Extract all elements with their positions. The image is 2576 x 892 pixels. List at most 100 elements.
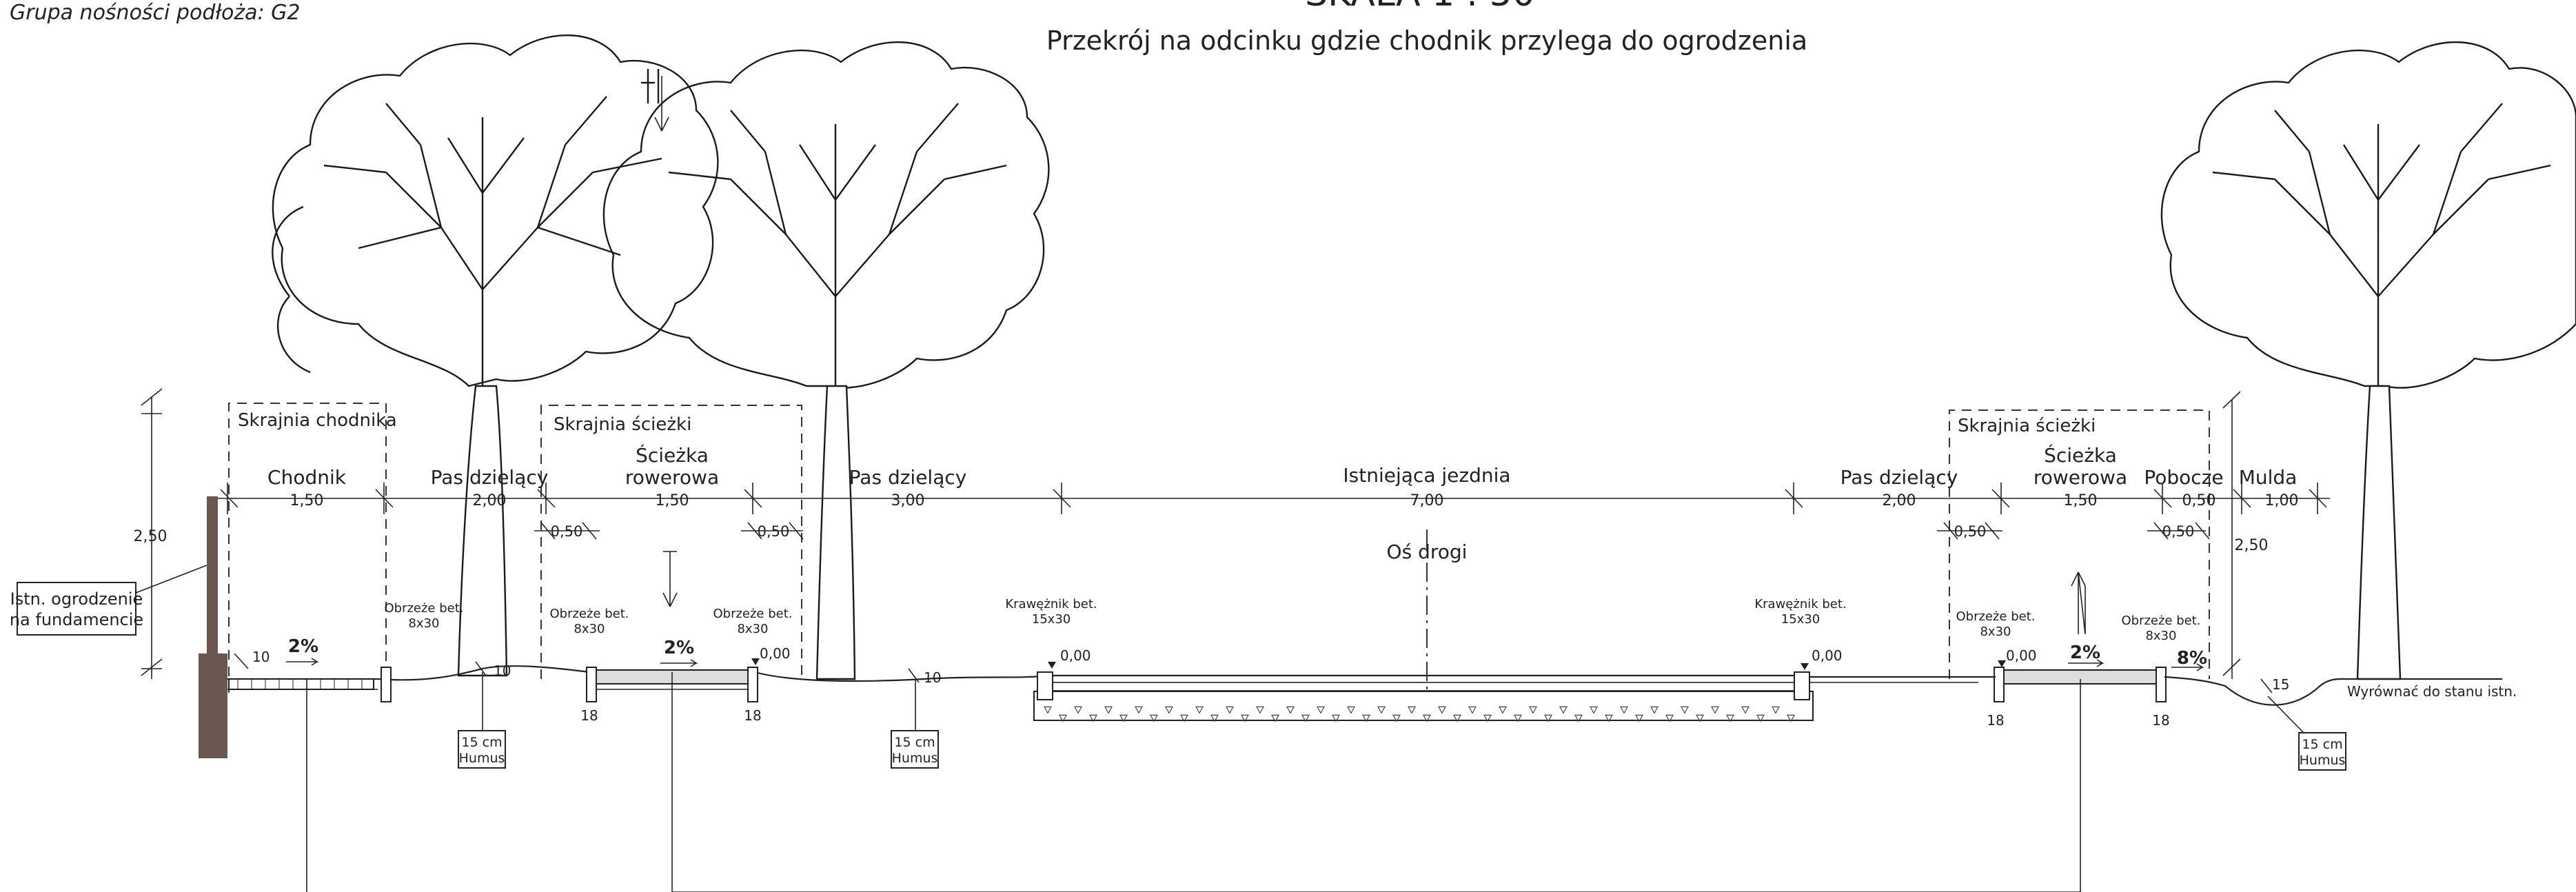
humus-box-1 (458, 672, 506, 769)
level-marker-bike-right (1998, 660, 2006, 667)
right-path-clearance-box (1949, 409, 2210, 679)
aggregate-symbol (1119, 714, 1128, 722)
road-axis-label: Oś drogi (1387, 540, 1468, 563)
humus-box-2 (891, 679, 939, 769)
detail-leaders (306, 672, 2081, 892)
slope-arrows (286, 658, 2204, 671)
shoulder-label: Pobocze (2144, 466, 2223, 489)
aggregate-symbol (1589, 706, 1599, 714)
aggregate-symbol (1331, 714, 1341, 722)
edgings-right (1994, 667, 2167, 702)
aggregate-symbol (1786, 714, 1796, 722)
level-road-right: 0,00 (1812, 647, 1843, 664)
level-bike-left: 0,00 (760, 645, 791, 662)
aggregate-symbol (1104, 706, 1113, 714)
bike-path-right-label-2: rowerowa (2034, 466, 2127, 489)
aggregate-symbol (1665, 714, 1674, 722)
edging-label-2-title: Obrzeże bet. (549, 607, 629, 621)
depth-ditch: 15 (2272, 676, 2289, 693)
aggregate-symbol (1361, 714, 1371, 722)
aggregate-symbol (1179, 714, 1189, 722)
sidewalk-pavement (228, 678, 374, 690)
aggregate-symbol (1543, 714, 1553, 722)
offset-dimension-lines (534, 522, 2210, 540)
footpath-clearance-box (228, 403, 387, 693)
fence-label-line-1: Istn. ogrodzenie (10, 589, 143, 609)
aggregate-symbol (1043, 706, 1053, 714)
aggregate-symbol (1741, 706, 1750, 714)
fence-post (207, 496, 218, 653)
edging-label-1-size: 8x30 (408, 616, 439, 631)
fence-leader (135, 565, 207, 594)
bike-direction-arrow-up (2071, 571, 2086, 635)
bike-path-left-width: 1,50 (656, 492, 689, 509)
aggregate-symbol (1771, 706, 1781, 714)
level-marker-right-kerb (1801, 663, 1809, 670)
aggregate-symbol (1437, 706, 1447, 714)
divider-3-width: 2,00 (1883, 492, 1916, 509)
bike-path-left-label-2: rowerowa (625, 466, 719, 489)
humus-2-label: Humus (892, 751, 938, 766)
aggregate-symbol (1468, 706, 1477, 714)
divider-1-label: Pas dzielący (431, 466, 549, 489)
kerb-label-right-size: 15x30 (1781, 612, 1820, 627)
edgings-left (381, 667, 758, 702)
fence-foundation (199, 653, 227, 758)
aggregate-symbol (1452, 714, 1462, 722)
fence-label-line-2: na fundamencie (10, 610, 143, 629)
ditch-width: 1,00 (2265, 492, 2299, 509)
aggregate-symbol (1725, 714, 1735, 722)
ditch-label: Mulda (2239, 466, 2298, 489)
depth-divider-1: 10 (494, 662, 511, 679)
aggregate-symbol (1422, 714, 1432, 722)
slope-bike-right: 2% (2070, 642, 2100, 663)
sidewalk-label: Chodnik (267, 466, 347, 489)
humus-2-depth: 15 cm (894, 735, 935, 750)
soil-group-note: Grupa nośności podłoża: G2 (10, 1, 300, 25)
bike-path-right-surface (1998, 669, 2160, 685)
aggregate-symbol (1058, 714, 1068, 722)
dimension-ticks (220, 483, 2327, 514)
road-pavement (1051, 682, 1796, 691)
aggregate-symbol (1695, 714, 1705, 722)
aggregate-symbol (1604, 714, 1614, 722)
edging-label-5-title: Obrzeże bet. (2121, 614, 2200, 628)
aggregate-symbol (1255, 706, 1265, 714)
right-height-value: 2,50 (2235, 537, 2269, 554)
level-road-left: 0,00 (1060, 647, 1091, 664)
aggregate-symbol (1407, 706, 1417, 714)
footpath-clearance-label: Skrajnia chodnika (238, 410, 397, 431)
edging-width-2: 18 (744, 707, 761, 724)
kerb-label-right-title: Krawężnik bet. (1754, 597, 1846, 611)
tree-right (2160, 41, 2576, 680)
aggregate-symbol (1498, 706, 1508, 714)
edging-width-1: 18 (580, 707, 598, 724)
bike-direction-arrow-down (662, 551, 678, 607)
divider-2-label: Pas dzielący (849, 466, 967, 489)
aggregate-symbol (1164, 706, 1174, 714)
aggregate-symbol (1392, 714, 1401, 722)
aggregate-symbol (1073, 706, 1083, 714)
offset-right-2: 0,50 (2162, 523, 2195, 540)
right-path-clearance-label: Skrajnia ścieżki (1958, 416, 2096, 436)
aggregate-symbol (1483, 714, 1492, 722)
aggregate-symbol (1559, 706, 1568, 714)
fence-height-value: 2,50 (134, 528, 168, 545)
aggregate-symbol (1619, 706, 1629, 714)
bike-path-right-label-1: Ścieżka (2044, 443, 2117, 467)
left-kerb-stone (1037, 671, 1053, 700)
kerb-label-left-size: 15x30 (1032, 612, 1071, 627)
edging-width-3: 18 (1987, 712, 2004, 729)
aggregate-symbol (1710, 706, 1720, 714)
right-height-dimension (2222, 391, 2241, 679)
edging-label-3-title: Obrzeże bet. (713, 607, 792, 621)
aggregate-symbol (1195, 706, 1204, 714)
kerb-label-left-title: Krawężnik bet. (1005, 597, 1097, 611)
aggregate-symbol (1574, 714, 1583, 722)
edging-width-4: 18 (2152, 712, 2169, 729)
depth-ticks (234, 653, 2273, 693)
aggregate-symbol (1377, 706, 1386, 714)
humus-1-label: Humus (459, 751, 505, 766)
roadway-label: Istniejąca jezdnia (1343, 464, 1510, 487)
depth-sidewalk: 10 (252, 649, 270, 665)
